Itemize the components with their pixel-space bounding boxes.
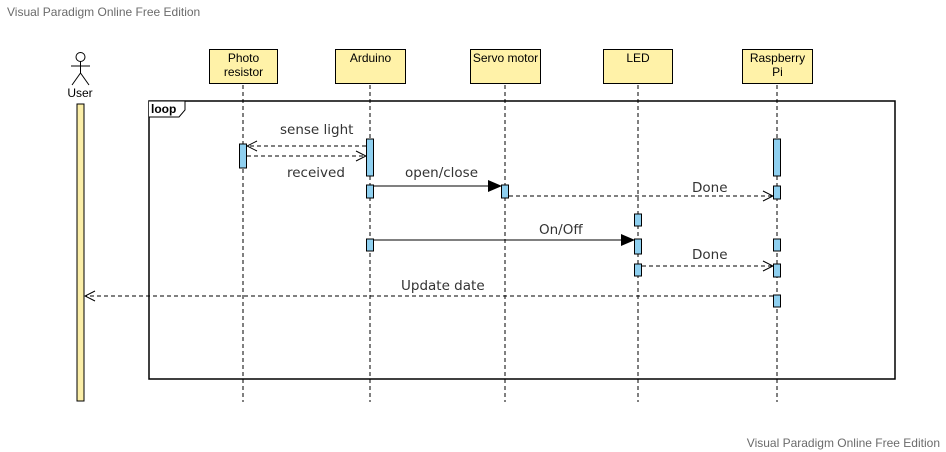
lifeline-photoresistor[interactable]: Photo resistor bbox=[209, 49, 278, 84]
lifeline-arduino[interactable]: Arduino bbox=[335, 49, 406, 84]
raspberry-activation-5 bbox=[773, 294, 781, 308]
watermark-top: Visual Paradigm Online Free Edition bbox=[7, 5, 201, 19]
lifeline-led[interactable]: LED bbox=[603, 49, 673, 84]
message-on-off-label: On/Off bbox=[539, 222, 583, 238]
lifeline-servo-motor-label: Servo motor bbox=[472, 51, 539, 65]
raspberry-activation-1 bbox=[773, 138, 781, 177]
watermark-bottom: Visual Paradigm Online Free Edition bbox=[746, 436, 940, 450]
message-done-led-label: Done bbox=[692, 247, 728, 263]
lifeline-raspberry-pi-label: Raspberry Pi bbox=[749, 51, 806, 79]
raspberry-activation-3 bbox=[773, 238, 781, 252]
actor-user-label: User bbox=[67, 86, 93, 100]
photoresistor-activation bbox=[239, 143, 247, 169]
servo-activation bbox=[501, 184, 509, 199]
message-sense-light-label: sense light bbox=[280, 122, 353, 138]
loop-fragment[interactable] bbox=[148, 100, 896, 380]
lifeline-servo-motor[interactable]: Servo motor bbox=[470, 49, 541, 84]
loop-fragment-tab bbox=[149, 100, 186, 118]
raspberry-activation-2 bbox=[773, 185, 781, 200]
lifeline-arduino-label: Arduino bbox=[349, 51, 392, 65]
arduino-activation-3 bbox=[366, 238, 374, 252]
led-activation-3 bbox=[634, 263, 642, 277]
message-received-label: received bbox=[287, 165, 345, 181]
actor-user-icon[interactable] bbox=[71, 52, 90, 86]
led-activation-2 bbox=[634, 238, 642, 255]
arduino-activation-1 bbox=[366, 138, 374, 177]
message-update-date-label: Update date bbox=[401, 278, 485, 294]
lifeline-photoresistor-label: Photo resistor bbox=[223, 51, 264, 79]
user-activation-bar bbox=[76, 103, 85, 402]
message-done-servo-label: Done bbox=[692, 180, 728, 196]
led-activation-1 bbox=[634, 213, 642, 227]
arduino-activation-2 bbox=[366, 184, 374, 199]
lifeline-led-label: LED bbox=[626, 51, 650, 65]
loop-label: loop bbox=[151, 102, 176, 116]
lifeline-raspberry-pi[interactable]: Raspberry Pi bbox=[742, 49, 813, 84]
message-open-close-label: open/close bbox=[405, 165, 478, 181]
raspberry-activation-4 bbox=[773, 263, 781, 278]
